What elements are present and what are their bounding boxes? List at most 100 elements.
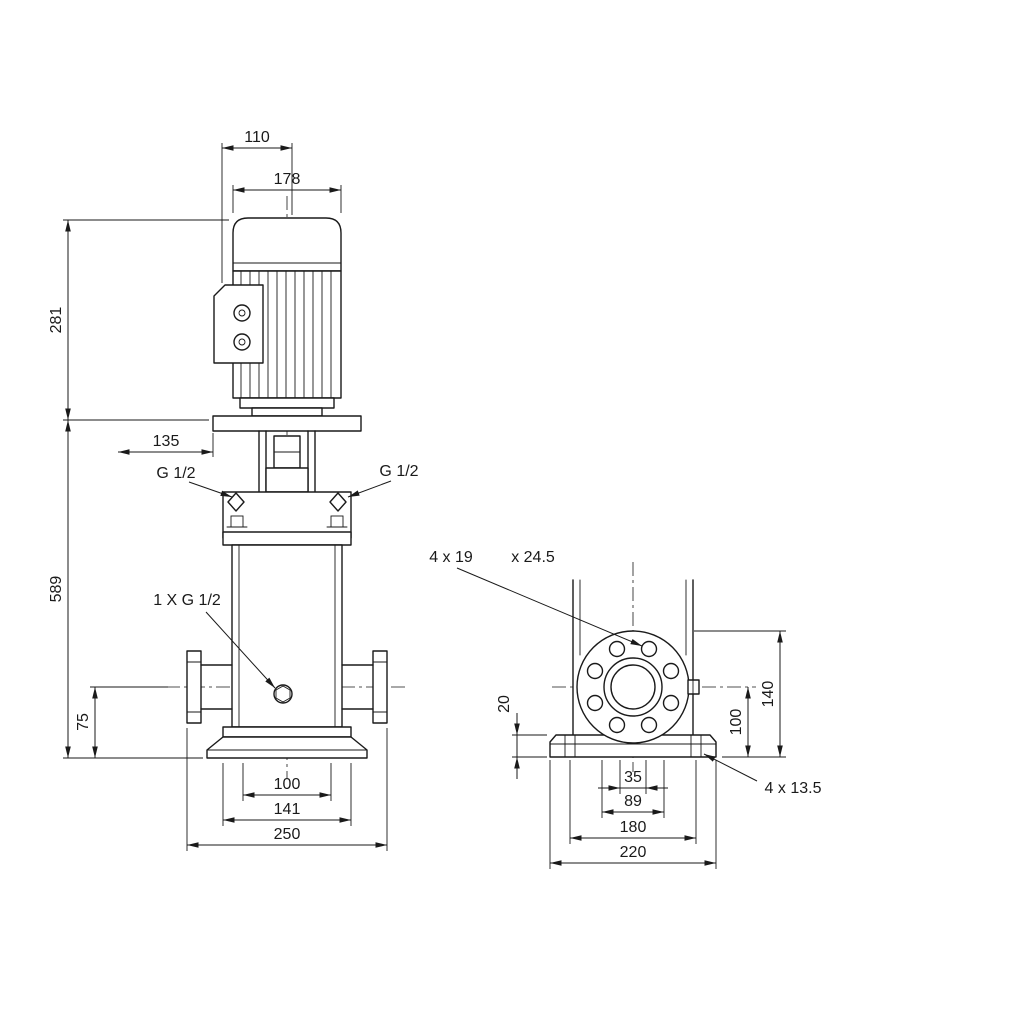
base-side [549,734,717,758]
dim-text-20: 20 [496,695,513,713]
flange-clip [687,679,700,695]
dim-port-span-100: 100 [242,763,332,801]
label-flange-holes: 4 x 19 x 24.5 [429,549,643,647]
dim-text-89: 89 [624,793,642,810]
dim-text-281: 281 [48,307,65,334]
drain-plug [273,684,293,704]
cable-entry-bottom-center [238,338,246,346]
flange-bolt-hole [608,716,626,734]
dim-motor-height-281: 281 [48,219,229,421]
dim-base-width-250: 250 [186,728,388,851]
label-plug-right: G 1/2 [347,463,419,498]
flange-outer-circle [576,630,690,744]
flange-bolt-hole [662,694,680,712]
discharge-neck [341,664,374,710]
dim-ext [221,143,293,283]
discharge-flange-plate [372,650,388,724]
cable-entry-top-center [238,309,246,317]
leader-line [456,567,643,647]
discharge-flange [341,650,388,724]
base-front [206,726,368,759]
dim-port-height-75: 75 [75,686,168,758]
port-flange-face [576,630,700,744]
dim-base-hole-span-180: 180 [569,760,697,844]
suction-neck [200,664,233,710]
vent-plug-right [329,492,347,512]
motor-shoulder [239,397,335,409]
flange-bore [610,664,656,710]
motor-neck [251,407,323,417]
dim-text-75: 75 [75,713,92,731]
vent-plug-left [227,492,245,512]
drain-plug-hex [275,685,291,703]
dim-text-35: 35 [624,769,642,786]
flange-raised-face [603,657,663,717]
base-plate [206,736,368,759]
side-view: 4 x 19 x 24.5 20 100 140 35 [429,549,822,869]
dim-text-140: 140 [760,681,777,708]
leader-line [347,480,392,498]
terminal-box [213,284,264,364]
dim-bolt-span-89: 89 [601,760,665,818]
flange-bolt-hole [586,694,604,712]
dim-ext [186,728,388,851]
label-drain-plug: 1 X G 1/2 [153,592,276,689]
side-body-inner-lines [579,579,687,656]
dim-pump-height-589: 589 [48,420,203,759]
suction-flange [186,650,233,724]
label-text-x245: x 24.5 [511,549,555,566]
label-plug-left: G 1/2 [156,465,233,498]
dim-flange-top-height-140: 140 [694,630,786,757]
flange-bolt-hole [662,662,680,680]
dim-ext [222,763,352,826]
base-bolt-holes [564,734,702,758]
dim-text-100s: 100 [728,709,745,736]
flange-bolt-hole [608,640,626,658]
cable-entry-bottom-icon [233,333,251,351]
flange-bolt-hole [640,640,658,658]
motor [212,217,362,432]
dim-head-offset-135: 135 [118,433,214,457]
dim-ext [63,219,229,421]
flange-bolt-hole [640,716,658,734]
flange-bolt-hole [586,662,604,680]
seal-housing [265,467,309,493]
dim-text-250: 250 [274,826,301,843]
side-body-outline [572,579,694,736]
label-text-g12-left: G 1/2 [156,465,195,482]
chamber-top-plate [222,531,352,546]
dim-text-178: 178 [274,171,301,188]
base-side-plate [549,734,717,758]
chamber-sleeve-lines [238,544,336,728]
dim-port-center-height-100: 100 [722,687,786,758]
dim-text-589: 589 [48,576,65,603]
dim-text-141: 141 [274,801,301,818]
leader-line [205,611,276,689]
pump-head [222,491,352,539]
dim-text-100: 100 [274,776,301,793]
label-text-drain: 1 X G 1/2 [153,592,221,609]
suction-flange-plate [186,650,202,724]
suction-flange-bolt-lines [186,661,202,713]
coupling-guards [258,430,316,493]
coupling-section [258,430,316,493]
drain-plug-boss [273,684,293,704]
dim-ext [549,760,717,869]
motor-cap [232,217,342,272]
label-text-4x19: 4 x 19 [429,549,473,566]
dim-text-220: 220 [620,844,647,861]
dim-motor-width-178: 178 [232,171,342,213]
label-text-4x135: 4 x 13.5 [765,780,822,797]
pump-head-body [222,491,352,539]
dim-ext [569,760,697,844]
discharge-flange-bolt-lines [372,661,388,713]
label-base-holes: 4 x 13.5 [703,753,822,797]
dim-ext [601,760,665,818]
cable-entry-top-icon [233,304,251,322]
dim-text-135: 135 [153,433,180,450]
dim-base-thickness-20: 20 [496,695,547,779]
dim-text-180: 180 [620,819,647,836]
dim-motor-top-110: 110 [221,129,293,283]
